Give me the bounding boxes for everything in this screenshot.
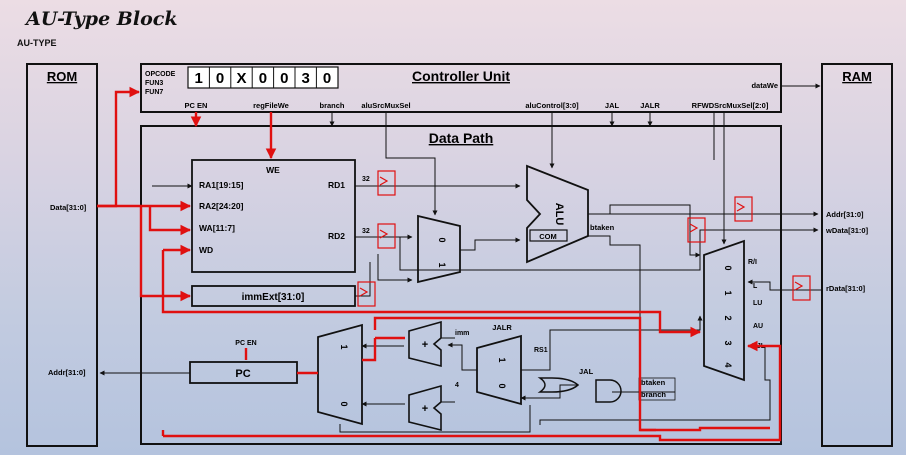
writeback-mux: 0 1 2 3 4 R/I L LU AU J/JL <box>703 239 766 382</box>
imm-adder-label: imm <box>455 330 469 337</box>
pc-en-signal: PC EN <box>185 101 208 110</box>
wd-port: WD <box>199 245 213 255</box>
bit-cell: 0 <box>216 70 224 87</box>
bit-cell: 1 <box>195 70 203 87</box>
page-title: AU-Type Block <box>26 8 178 30</box>
jal-signal: JAL <box>605 101 620 110</box>
datapath-block: Data Path <box>140 125 782 445</box>
bit-cell: 0 <box>280 70 288 87</box>
wb-mux-in2: 2 <box>723 315 733 320</box>
jalr-mux: 1 0 JALR RS1 <box>476 323 548 406</box>
wb-mux-in0: 0 <box>723 265 733 270</box>
probe-markers <box>357 170 811 307</box>
ram-rdata-port: rData[31:0] <box>826 284 866 293</box>
pc-mux-in1: 1 <box>339 344 349 349</box>
alu-com-label: COM <box>539 232 557 241</box>
imm-adder: + imm <box>408 320 469 368</box>
pc-en-port: PC EN <box>235 340 256 347</box>
rom-label: ROM <box>47 69 77 84</box>
wb-mux-in4: 4 <box>723 362 733 367</box>
wb-label-l: L <box>753 283 758 290</box>
wa-port: WA[11:7] <box>199 223 235 233</box>
datapath-wires <box>99 183 822 433</box>
rom-block: ROM Data[31:0] Addr[31:0] <box>26 63 98 447</box>
rd2-port: RD2 <box>328 231 345 241</box>
bit-cell: 0 <box>259 70 267 87</box>
jalr-mux-in1: 1 <box>497 357 507 362</box>
alusrc-signal: aluSrcMuxSel <box>361 101 410 110</box>
jalr-mux-label: JALR <box>492 323 512 332</box>
rfwd-signal: RFWDSrcMuxSel[2:0] <box>692 101 769 110</box>
fun3-label: FUN3 <box>145 80 163 87</box>
gate-jal-label: JAL <box>579 367 594 376</box>
rd1-port: RD1 <box>328 180 345 190</box>
pc-mux-in0: 0 <box>339 401 349 406</box>
bit-cell: X <box>236 70 246 87</box>
bus-widths: 32 32 <box>362 176 370 235</box>
program-counter: PC PC EN <box>189 340 298 384</box>
imm-ext-label: immExt[31:0] <box>242 292 305 303</box>
alusrc-mux: 0 1 <box>417 214 461 284</box>
gate-btaken-label: btaken <box>641 378 666 387</box>
pc-label: PC <box>235 368 250 380</box>
datapath-title: Data Path <box>429 130 494 146</box>
ram-label: RAM <box>842 69 872 84</box>
wb-mux-in1: 1 <box>723 290 733 295</box>
controller-unit: OPCODE FUN3 FUN7 1 0 X 0 0 3 0 Controlle… <box>140 63 782 113</box>
rd1-width: 32 <box>362 176 370 183</box>
jalr-mux-rs1: RS1 <box>534 347 548 354</box>
wb-mux-in3: 3 <box>723 340 733 345</box>
page-subtitle: AU-TYPE <box>17 38 57 48</box>
rom-addr-port: Addr[31:0] <box>48 368 86 377</box>
alusrc-mux-in0: 0 <box>437 237 447 242</box>
fun7-label: FUN7 <box>145 89 163 96</box>
alu: ALU COM btaken <box>526 164 615 264</box>
pc4-adder: + 4 <box>408 382 459 432</box>
instruction-bits: 1 0 X 0 0 3 0 <box>187 66 339 89</box>
ra1-port: RA1[19:15] <box>199 180 244 190</box>
ram-addr-port: Addr[31:0] <box>826 210 864 219</box>
register-file: WE RA1[19:15] RA2[24:20] WA[11:7] WD RD1… <box>191 159 356 273</box>
wb-label-au: AU <box>753 323 763 330</box>
branch-signal: branch <box>319 101 344 110</box>
jalr-mux-in0: 0 <box>497 383 507 388</box>
wb-label-ri: R/I <box>748 259 757 266</box>
pc4-const: 4 <box>455 382 459 389</box>
rom-data-port: Data[31:0] <box>50 203 87 212</box>
alu-label: ALU <box>553 203 565 226</box>
ra2-port: RA2[24:20] <box>199 201 244 211</box>
alusrc-mux-in1: 1 <box>437 262 447 267</box>
imm-adder-plus: + <box>422 339 428 351</box>
bit-cell: 3 <box>302 70 310 87</box>
wb-label-lu: LU <box>753 300 762 307</box>
rd2-width: 32 <box>362 228 370 235</box>
opcode-label: OPCODE <box>145 71 176 78</box>
controller-title: Controller Unit <box>412 68 510 84</box>
aluctrl-signal: aluControl[3:0] <box>525 101 579 110</box>
pc-mux: 1 0 <box>317 323 363 426</box>
data-we-label: dataWe <box>751 81 778 90</box>
gate-branch-label: branch <box>641 390 666 399</box>
jalr-signal: JALR <box>640 101 660 110</box>
regfile-we-port: WE <box>266 165 280 175</box>
pc4-adder-plus: + <box>422 403 428 415</box>
ram-wdata-port: wData[31:0] <box>825 226 869 235</box>
imm-extender: immExt[31:0] <box>191 285 356 307</box>
bit-cell: 0 <box>323 70 331 87</box>
highlighted-wires <box>97 86 782 442</box>
ram-block: RAM Addr[31:0] wData[31:0] rData[31:0] <box>821 63 893 447</box>
regfile-we-signal: regFileWe <box>253 101 289 110</box>
alu-btaken-label: btaken <box>590 223 615 232</box>
